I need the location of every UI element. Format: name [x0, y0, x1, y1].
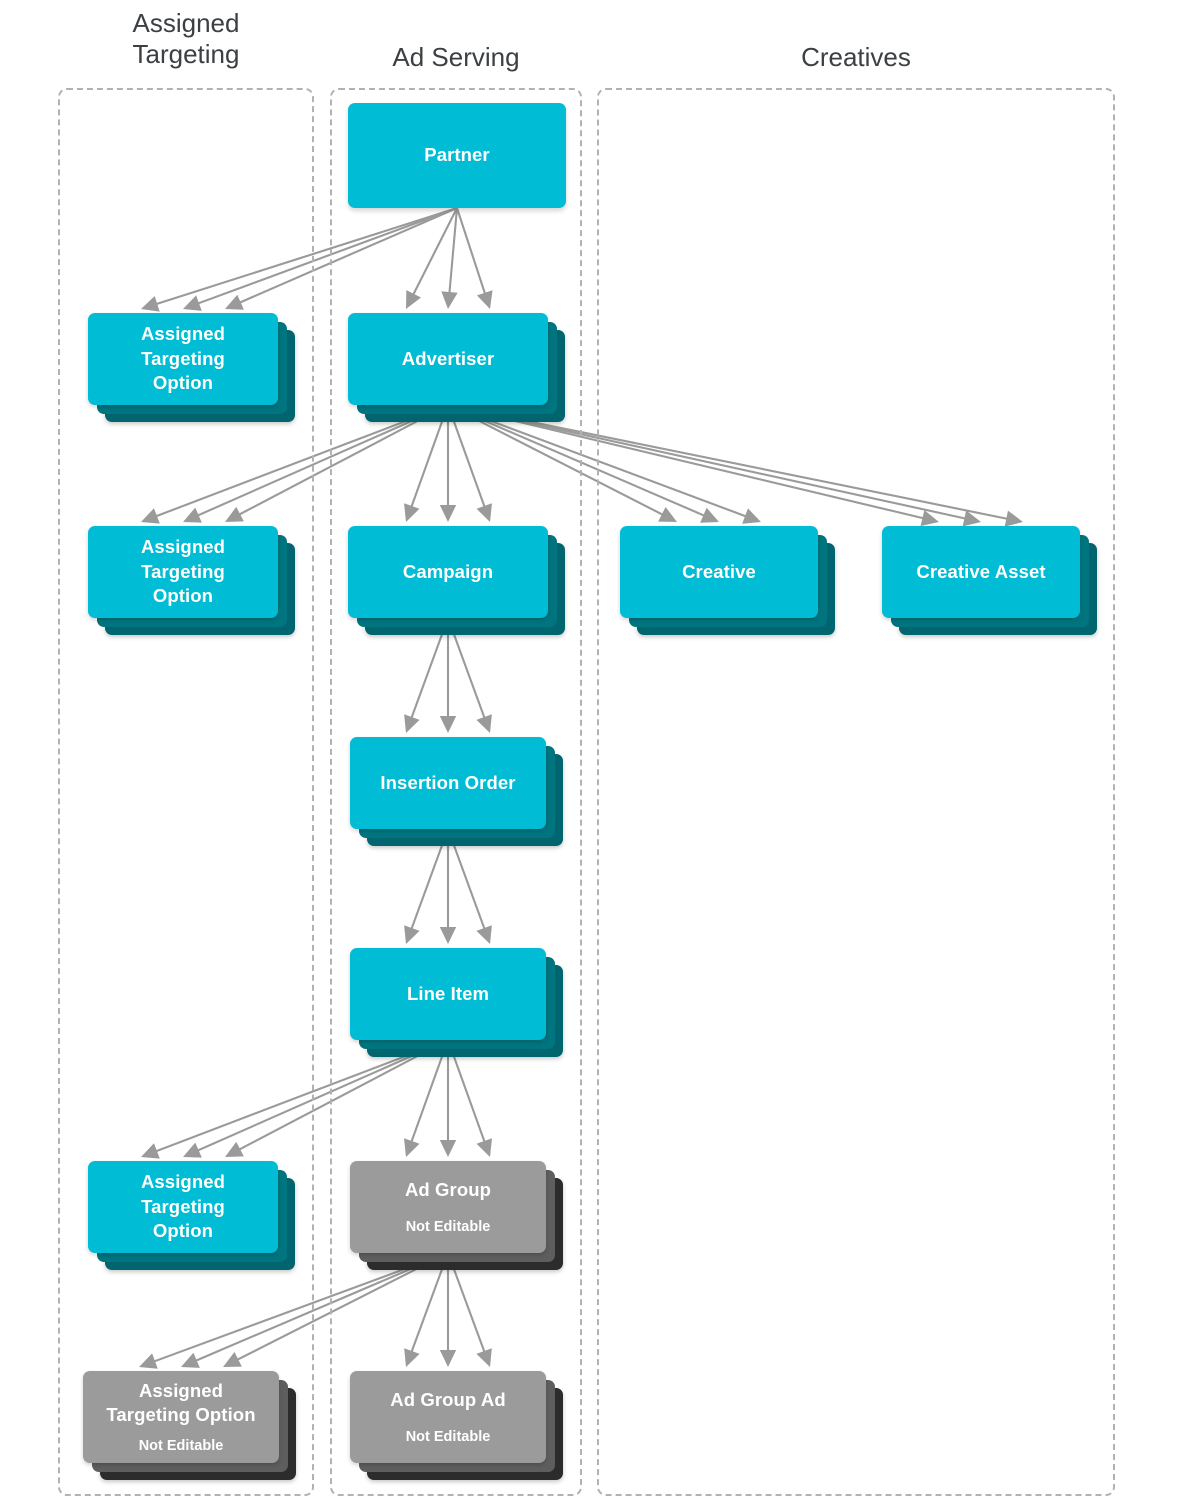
node-title-line: Assigned — [140, 536, 226, 558]
node-partner[interactable]: Partner — [348, 103, 586, 228]
node-card-insertion-order[interactable]: Insertion Order — [350, 737, 546, 829]
node-title: Ad Group Ad — [390, 1389, 506, 1410]
node-title-line: Option — [152, 372, 214, 394]
column-header-line: Targeting — [132, 38, 240, 69]
node-insertion-order[interactable]: Insertion Order — [350, 737, 566, 849]
node-creative[interactable]: Creative — [620, 526, 838, 638]
node-campaign[interactable]: Campaign — [348, 526, 568, 638]
node-not-editable-label: Not Editable — [138, 1437, 224, 1454]
node-card-line-item[interactable]: Line Item — [350, 948, 546, 1040]
node-ad-group-ad[interactable]: Ad Group Ad Not Editable — [350, 1371, 566, 1483]
node-card-ad-group-ad[interactable]: Ad Group Ad Not Editable — [350, 1371, 546, 1463]
node-title: Insertion Order — [380, 771, 516, 793]
node-card-campaign[interactable]: Campaign — [348, 526, 548, 618]
node-title: Campaign — [402, 560, 494, 582]
node-title-line: Targeting — [141, 1195, 225, 1217]
node-line-item[interactable]: Line Item — [350, 948, 566, 1060]
node-title-line: Option — [152, 1220, 214, 1242]
node-card-partner[interactable]: Partner — [348, 103, 566, 208]
node-title-line: Assigned — [140, 1171, 226, 1193]
swimlane-creatives — [597, 88, 1115, 1496]
node-title-line: Assigned — [138, 1379, 224, 1401]
node-not-editable-label: Not Editable — [405, 1218, 491, 1235]
column-header-line: Assigned — [132, 8, 240, 38]
node-advertiser[interactable]: Advertiser — [348, 313, 568, 425]
swimlane-assigned-targeting — [58, 88, 314, 1496]
node-title: Ad Group — [404, 1179, 492, 1200]
node-title: Creative — [682, 560, 756, 582]
node-title: Advertiser — [401, 347, 495, 369]
node-title-line: Targeting — [141, 560, 225, 582]
node-title-line: Option — [152, 585, 214, 607]
node-card-creative[interactable]: Creative — [620, 526, 818, 618]
node-creative-asset[interactable]: Creative Asset — [882, 526, 1100, 638]
node-card-creative-asset[interactable]: Creative Asset — [882, 526, 1080, 618]
node-title: Creative Asset — [916, 560, 1046, 582]
node-title-line: Targeting — [141, 347, 225, 369]
column-header-creatives: Creatives — [801, 42, 911, 72]
node-not-editable-label: Not Editable — [405, 1428, 491, 1445]
swimlane-ad-serving — [330, 88, 582, 1496]
node-title: Partner — [424, 144, 490, 166]
node-card-advertiser[interactable]: Advertiser — [348, 313, 548, 405]
node-title: Line Item — [406, 982, 490, 1004]
column-header-ad-serving: Ad Serving — [392, 42, 520, 72]
node-title-line: Assigned — [140, 323, 226, 345]
node-title-line: Targeting Option — [106, 1404, 256, 1426]
